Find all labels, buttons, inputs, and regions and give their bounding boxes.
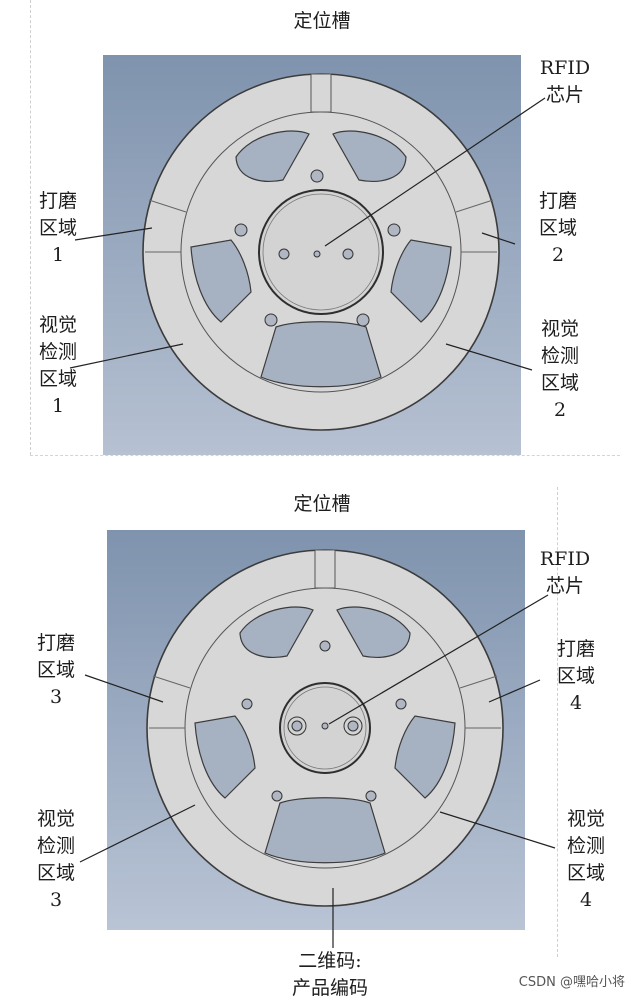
leader-lines-bottom <box>79 594 556 948</box>
grind-region-3-label: 打磨 区域 3 <box>36 632 75 708</box>
vision-region-4-label: 视觉 检测 区域 4 <box>566 808 605 911</box>
wheel-bottom <box>146 549 504 907</box>
grind-region-2-label: 打磨 区域 2 <box>538 190 577 266</box>
vision-region-2-label: 视觉 检测 区域 2 <box>540 318 579 421</box>
panel-separator-line <box>30 455 620 456</box>
panel-bottom-frame-line <box>557 487 558 957</box>
slot-label-bottom: 定位槽 <box>293 493 351 515</box>
grind-region-4-label: 打磨 区域 4 <box>556 638 595 714</box>
watermark: CSDN @嘿哈小将 <box>518 975 625 990</box>
rfid-label-top: RFID 芯片 <box>539 57 591 106</box>
panel-top-frame-line <box>30 0 31 455</box>
grind-region-1-label: 打磨 区域 1 <box>38 190 77 266</box>
leader-lines-top <box>69 97 546 371</box>
wheel-top <box>142 73 500 431</box>
vision-region-3-label: 视觉 检测 区域 3 <box>36 808 75 911</box>
vision-region-1-label: 视觉 检测 区域 1 <box>38 314 77 417</box>
qr-code-label: 二维码: 产品编码 <box>291 950 368 999</box>
rfid-label-bottom: RFID 芯片 <box>539 548 591 597</box>
slot-label-top: 定位槽 <box>293 10 351 32</box>
